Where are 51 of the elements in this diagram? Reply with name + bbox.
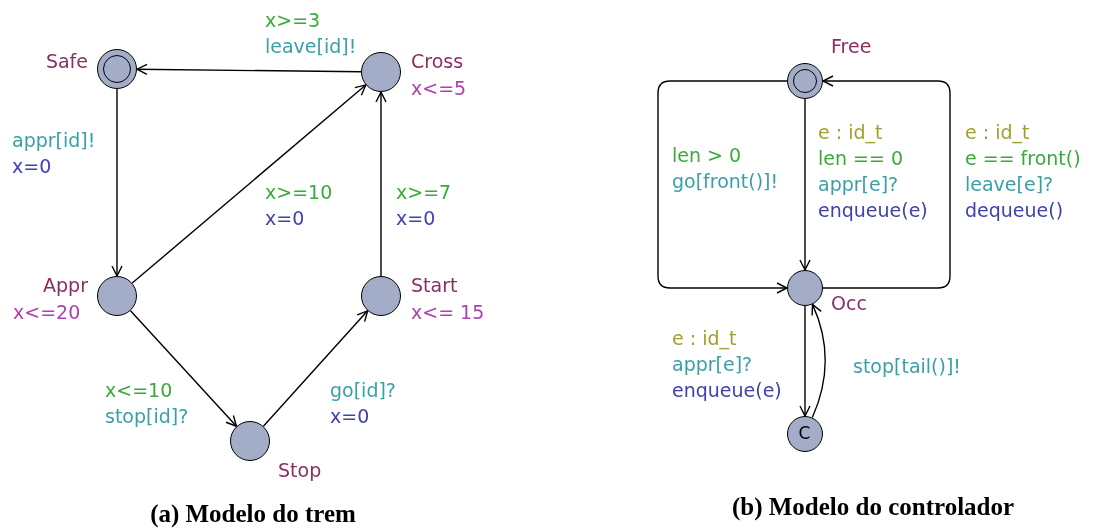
transition-arrow	[822, 75, 951, 289]
transition-arrow	[111, 88, 123, 277]
committed-location-circle	[787, 416, 823, 452]
edge-label: e == front()	[965, 146, 1081, 171]
edge-label: appr[e]?	[672, 352, 753, 377]
edge-label: e : id_t	[818, 120, 883, 145]
subfigure-caption: (a) Modelo do trem	[150, 500, 356, 528]
edge-label: x=0	[12, 154, 52, 179]
edge-label: x=0	[396, 206, 436, 231]
location-name: Cross	[411, 49, 464, 74]
edge-label: go[id]?	[330, 378, 396, 403]
invariant-label: x<=5	[411, 76, 467, 101]
edge-label: x>=3	[265, 8, 321, 33]
edge-label: dequeue()	[965, 198, 1064, 223]
subfigure-caption: (b) Modelo do controlador	[731, 493, 1015, 521]
edge-label: x=0	[330, 404, 370, 429]
edge-label: len > 0	[672, 143, 742, 168]
transition-arrow	[811, 303, 826, 419]
transition-arrow	[657, 80, 788, 294]
edge-label: leave[e]?	[965, 172, 1054, 197]
location-name: Appr	[43, 273, 88, 298]
transition-arrow	[262, 310, 369, 427]
location-name: Safe	[45, 49, 88, 74]
transition-arrow	[136, 63, 362, 76]
transition-arrow	[131, 84, 367, 284]
location-name: Occ	[831, 291, 867, 316]
transition-arrow	[799, 98, 811, 271]
edge-label: go[front()]!	[672, 169, 779, 194]
transition-arrow	[375, 91, 387, 277]
location-name: Start	[411, 273, 458, 298]
location-mark: C	[797, 422, 812, 445]
edge-label: x=0	[265, 206, 305, 231]
edge-label: len == 0	[818, 146, 904, 171]
edge-label: x>=10	[265, 180, 333, 205]
edge-label: stop[tail()]!	[853, 354, 961, 379]
edge-label: stop[id]?	[105, 404, 189, 429]
edge-label: e : id_t	[965, 120, 1030, 145]
edge-label: leave[id]!	[265, 34, 357, 59]
edge-label: appr[e]?	[818, 172, 899, 197]
transition-arrow	[129, 310, 238, 427]
transition-arrow	[799, 305, 811, 417]
location-name: Stop	[278, 458, 322, 483]
edge-label: enqueue(e)	[672, 378, 782, 403]
edge-label: appr[id]!	[12, 128, 96, 153]
edge-label: x<=10	[105, 378, 173, 403]
invariant-label: x<=20	[13, 300, 81, 325]
edge-label: enqueue(e)	[818, 198, 928, 223]
edge-label: x>=7	[396, 180, 452, 205]
invariant-label: x<= 15	[411, 300, 485, 325]
location-name: Free	[831, 34, 872, 59]
edge-label: e : id_t	[672, 326, 737, 351]
